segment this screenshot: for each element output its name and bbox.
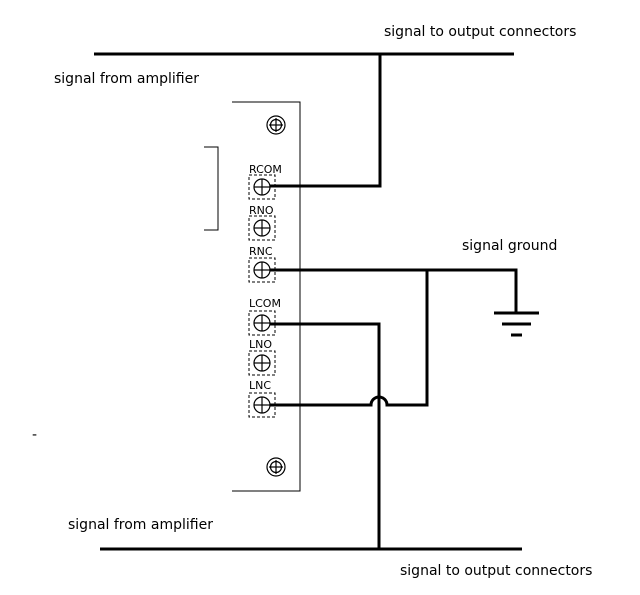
label-bottom-output: signal to output connectors [400,563,592,579]
label-top-input: signal from amplifier [54,71,199,87]
terminal-label-rno: RNO [249,204,274,217]
stray-mark: - [32,427,37,443]
terminal-screw-rnc-icon [248,257,276,283]
mounting-screw-top-icon [266,115,286,135]
mounting-screw-bottom-icon [266,457,286,477]
label-signal-ground: signal ground [462,238,557,254]
terminal-label-lnc: LNC [249,379,271,392]
board-bracket [204,146,219,231]
wire-lnc-to-ground [270,270,429,407]
terminal-screw-rno-icon [248,215,276,241]
relay-board-outline [232,101,301,492]
terminal-label-lcom: LCOM [249,297,281,310]
wire-lcom-to-bottom-output [270,322,381,549]
ground-symbol-icon [494,276,539,337]
terminal-label-rcom: RCOM [249,163,282,176]
wire-rnc-to-ground [270,268,518,276]
label-top-output: signal to output connectors [384,24,576,40]
label-bottom-input: signal from amplifier [68,517,213,533]
terminal-label-lno: LNO [249,338,272,351]
terminal-block [248,174,276,418]
terminal-label-rnc: RNC [249,245,273,258]
terminal-screw-lno-icon [248,350,276,376]
wire-rcom-to-top-output [270,54,382,188]
